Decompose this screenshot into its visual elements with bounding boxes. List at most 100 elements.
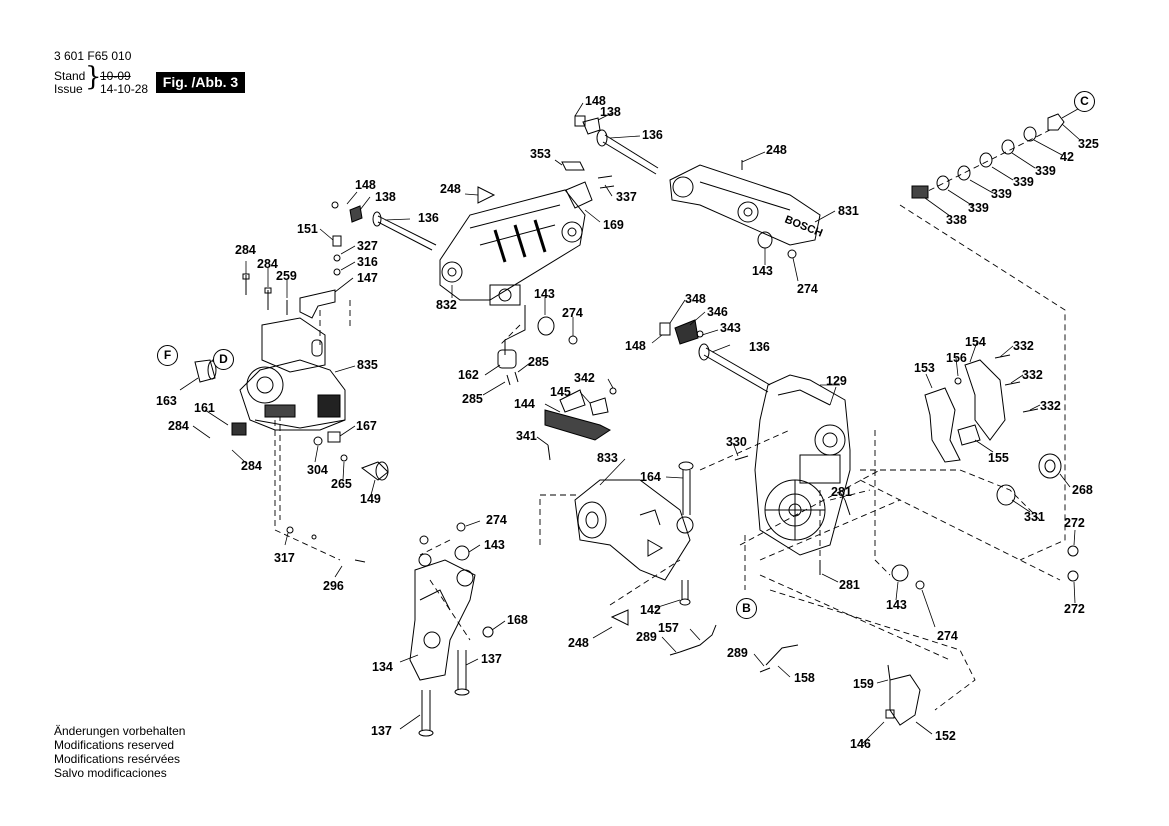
part-label: 168 [507, 613, 528, 627]
part-label: 169 [603, 218, 624, 232]
part-label: 339 [968, 201, 989, 215]
footer-line-de: Änderungen vorbehalten [54, 724, 186, 738]
part-label: 149 [360, 492, 381, 506]
issue-value: 14-10-28 [100, 82, 149, 96]
brand-text: BOSCH [783, 214, 824, 240]
part-label: 143 [886, 598, 907, 612]
part-label: 143 [484, 538, 505, 552]
part-label: 268 [1072, 483, 1093, 497]
part-label: 348 [685, 292, 706, 306]
part-label: 148 [625, 339, 646, 353]
part-label: 136 [418, 211, 439, 225]
part-label: 154 [965, 335, 986, 349]
part-label: 259 [276, 269, 297, 283]
doc-number: 3 601 F65 010 [54, 49, 132, 63]
callout-c: C [1074, 91, 1095, 112]
part-label: 129 [826, 374, 847, 388]
part-label: 285 [462, 392, 483, 406]
part-label: 835 [357, 358, 378, 372]
part-label: 164 [640, 470, 661, 484]
part-label: 144 [514, 397, 535, 411]
footer-line-es: Salvo modificaciones [54, 766, 167, 780]
footer-line-fr: Modifications resérvées [54, 752, 181, 766]
part-label: 151 [297, 222, 318, 236]
part-label: 148 [585, 94, 606, 108]
part-label: 248 [568, 636, 589, 650]
part-label: 285 [528, 355, 549, 369]
part-label: 142 [640, 603, 661, 617]
part-label: 148 [355, 178, 376, 192]
part-label: 136 [749, 340, 770, 354]
part-label: 281 [839, 578, 860, 592]
part-label: 162 [458, 368, 479, 382]
part-label: 332 [1013, 339, 1034, 353]
part-label: 145 [550, 385, 571, 399]
callout-f: F [157, 345, 178, 366]
brace-icon: } [85, 62, 102, 92]
part-label: 157 [658, 621, 679, 635]
stand-label: Stand [54, 69, 86, 83]
part-label: 265 [331, 477, 352, 491]
figure-tag: Fig. /Abb. 3 [156, 72, 245, 93]
part-label: 248 [440, 182, 461, 196]
part-label: 155 [988, 451, 1009, 465]
part-label: 284 [257, 257, 278, 271]
part-label: 327 [357, 239, 378, 253]
part-label: 159 [853, 677, 874, 691]
part-label: 153 [914, 361, 935, 375]
part-label: 342 [574, 371, 595, 385]
part-label: 137 [371, 724, 392, 738]
part-label: 272 [1064, 516, 1085, 530]
part-label: 353 [530, 147, 551, 161]
part-label: 304 [307, 463, 328, 477]
part-label: 161 [194, 401, 215, 415]
part-label: 137 [481, 652, 502, 666]
stand-value: 10-09 [100, 69, 131, 83]
part-label: 248 [766, 143, 787, 157]
part-label: 833 [597, 451, 618, 465]
part-label: 325 [1078, 137, 1099, 151]
part-label: 339 [1013, 175, 1034, 189]
issue-label: Issue [54, 82, 83, 96]
part-label: 284 [168, 419, 189, 433]
part-label: 147 [357, 271, 378, 285]
part-label: 332 [1022, 368, 1043, 382]
part-label: 156 [946, 351, 967, 365]
part-label: 274 [562, 306, 583, 320]
part-label: 158 [794, 671, 815, 685]
part-label: 163 [156, 394, 177, 408]
part-label: 832 [436, 298, 457, 312]
part-label: 332 [1040, 399, 1061, 413]
part-label: 134 [372, 660, 393, 674]
part-label: 272 [1064, 602, 1085, 616]
part-label: 341 [516, 429, 537, 443]
part-label: 136 [642, 128, 663, 142]
part-label: 289 [727, 646, 748, 660]
callout-d: D [213, 349, 234, 370]
part-label: 343 [720, 321, 741, 335]
part-label: 274 [937, 629, 958, 643]
part-label: 284 [235, 243, 256, 257]
part-label: 339 [1035, 164, 1056, 178]
part-label: 337 [616, 190, 637, 204]
part-label: 143 [752, 264, 773, 278]
part-label: 316 [357, 255, 378, 269]
part-label: 284 [241, 459, 262, 473]
part-label: 831 [838, 204, 859, 218]
part-label: 296 [323, 579, 344, 593]
part-label: 289 [636, 630, 657, 644]
part-label: 167 [356, 419, 377, 433]
part-label: 138 [375, 190, 396, 204]
part-label: 138 [600, 105, 621, 119]
part-label: 143 [534, 287, 555, 301]
part-label: 281 [831, 485, 852, 499]
part-label: 274 [797, 282, 818, 296]
part-label: 338 [946, 213, 967, 227]
part-label: 42 [1060, 150, 1074, 164]
part-label: 330 [726, 435, 747, 449]
part-label: 339 [991, 187, 1012, 201]
part-label: 274 [486, 513, 507, 527]
callout-b: B [736, 598, 757, 619]
part-label: 346 [707, 305, 728, 319]
part-label: 146 [850, 737, 871, 751]
